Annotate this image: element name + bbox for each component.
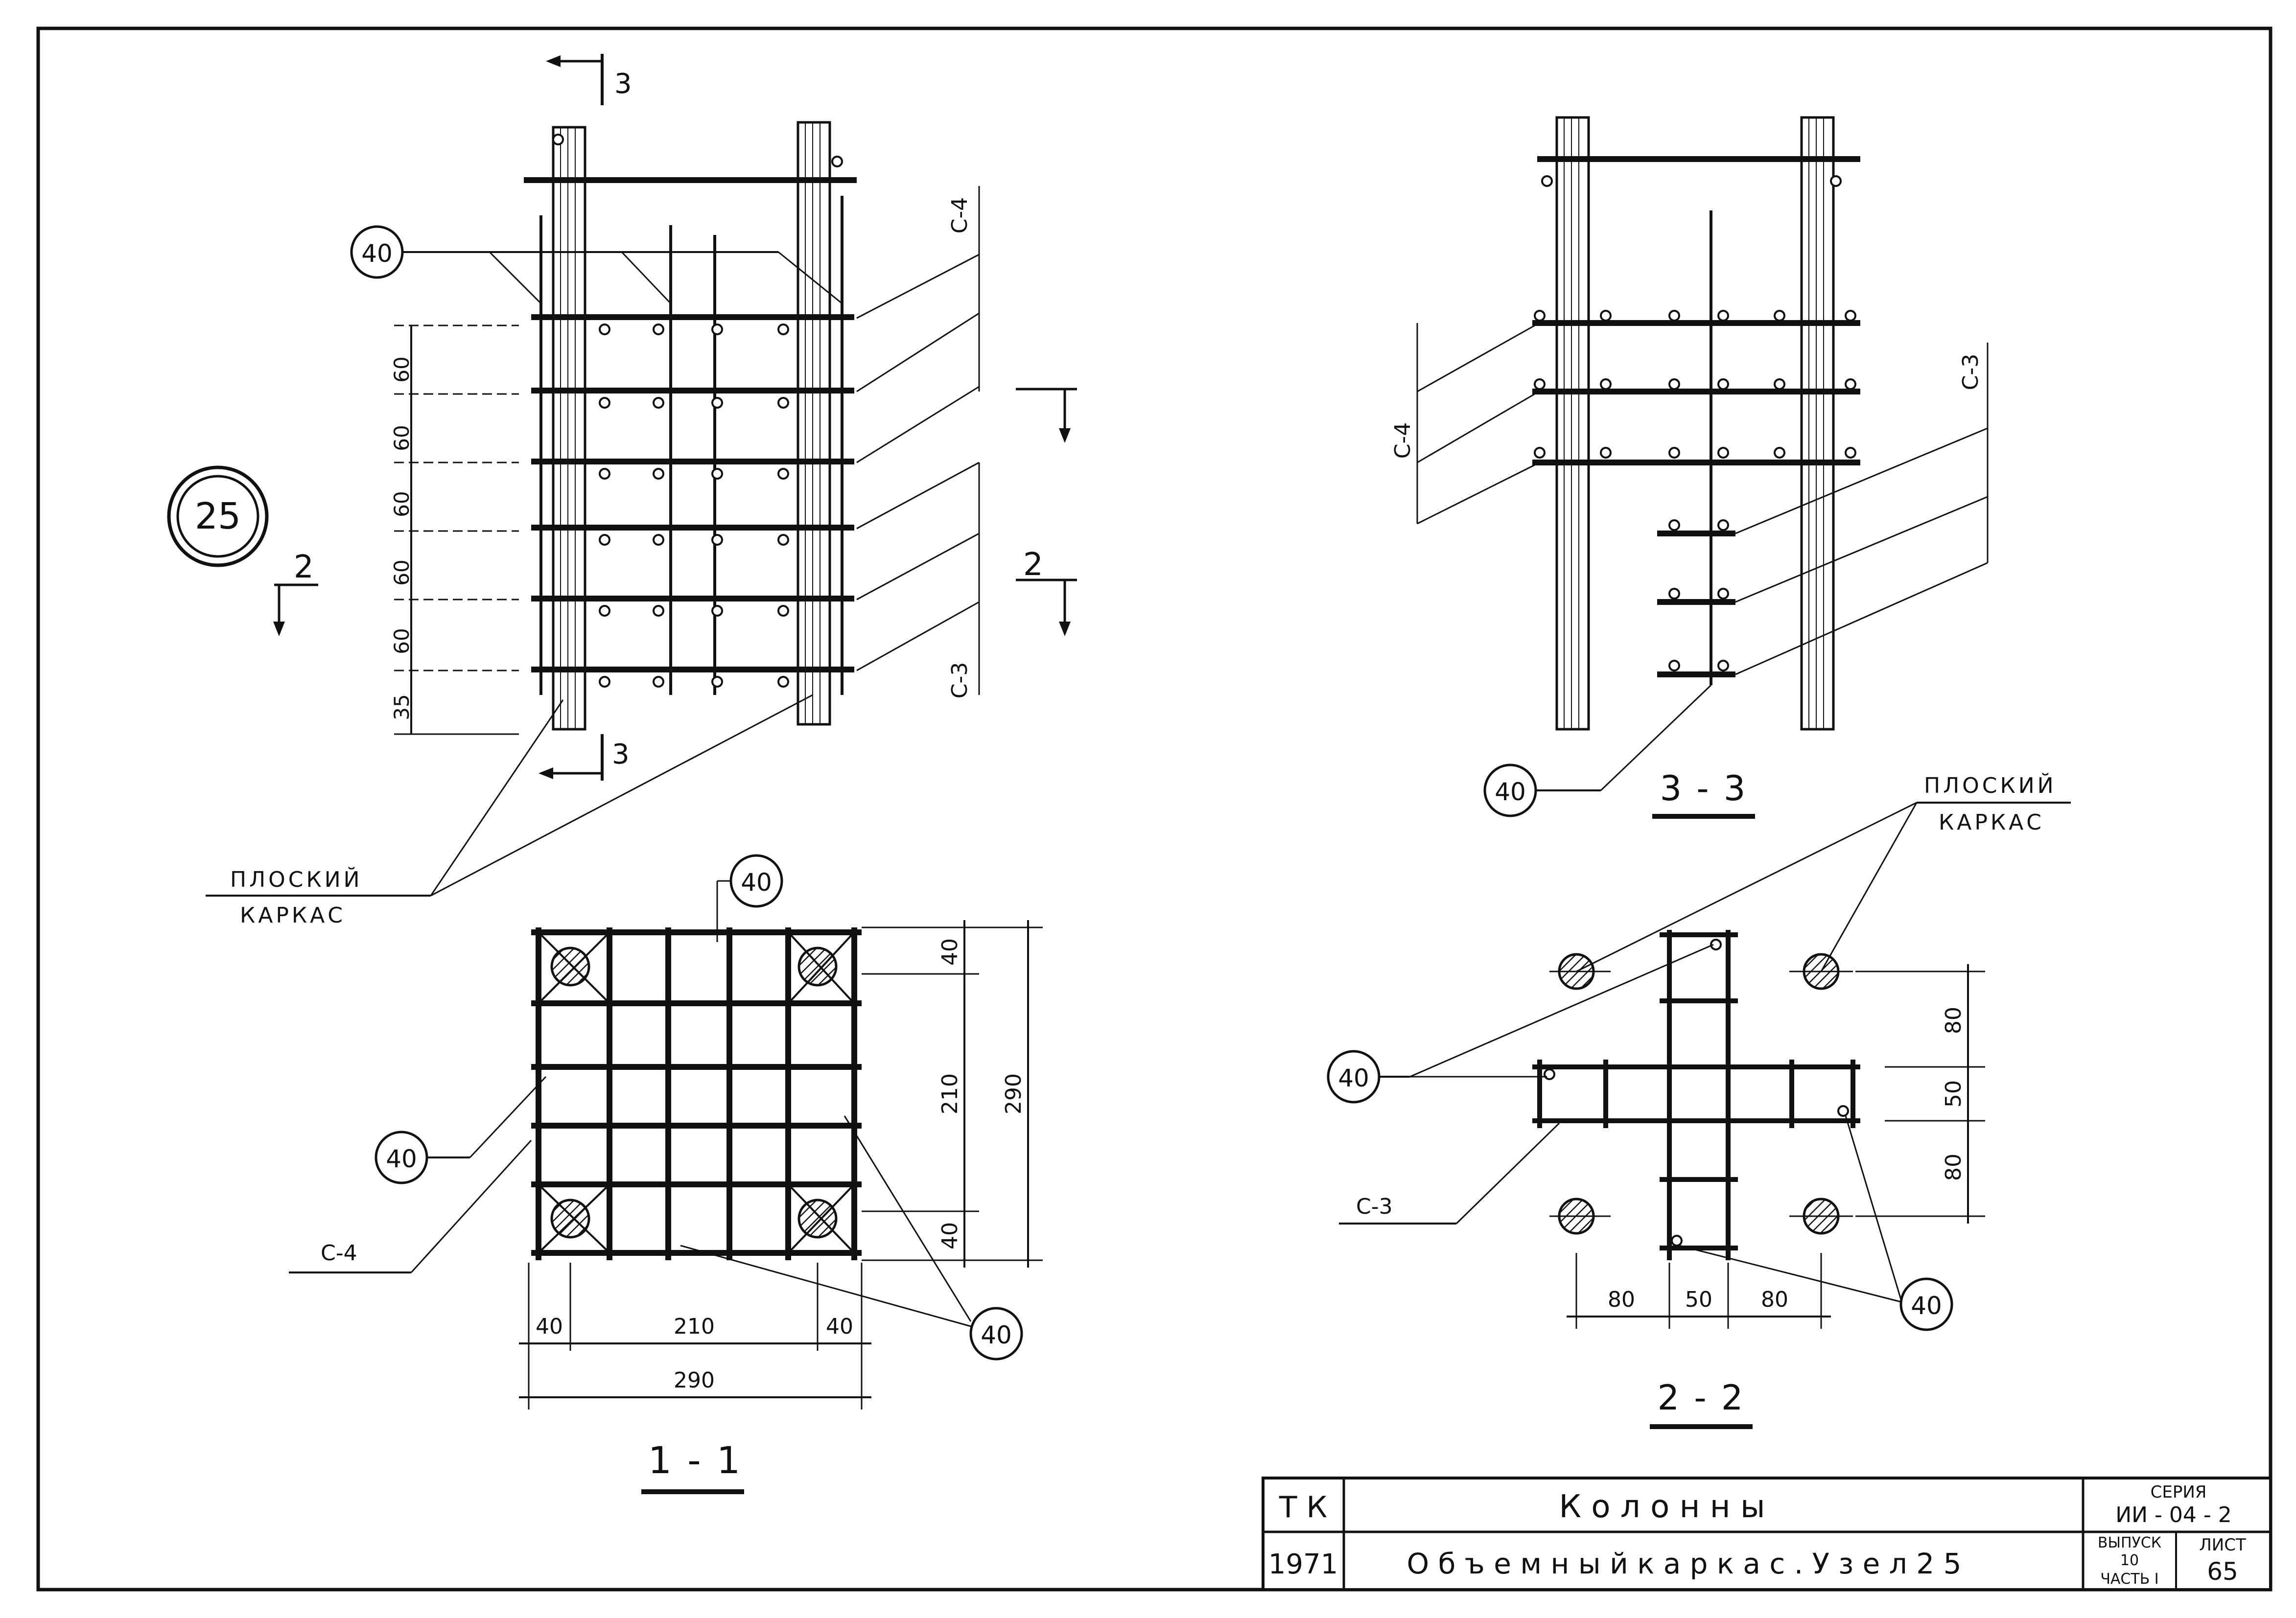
- flat-frame-label-22-2: КАРКАС: [1939, 810, 2044, 835]
- cross-bars-22: [1544, 939, 1849, 1247]
- dim-bottom-210: 210: [674, 1314, 715, 1339]
- section-mark-2-left: 2: [294, 549, 314, 585]
- callout-40-33: 40: [1495, 778, 1526, 806]
- section-22-dims-bottom: 80 50 80: [1567, 1253, 1831, 1329]
- flat-frame-label-1: ПЛОСКИЙ: [230, 866, 363, 892]
- callout-40-22-right: 40: [1911, 1292, 1942, 1320]
- callout-40-top: 40: [741, 868, 772, 897]
- cross-bars: [552, 134, 843, 688]
- section-2-2-view: 80 50 80 80 50 80 40 40: [1327, 772, 2071, 1429]
- sheet-border: [36, 26, 2273, 1592]
- grid-horizontal: [531, 929, 862, 1256]
- dim-right-40-bottom: 40: [937, 1222, 962, 1249]
- node-number: 25: [195, 495, 241, 537]
- section-11-callouts: 40 40 40: [375, 854, 1023, 1361]
- dim-right-290: 290: [1001, 1073, 1026, 1114]
- stirrups-33: [1532, 320, 1860, 677]
- dim-60-1: 60: [390, 356, 414, 382]
- title-block-subtitle: О б ъ е м н ы й к а р к а с . У з е л 2 …: [1406, 1547, 1961, 1580]
- section-1-1-view: 40 210 40 290 40 210 40 290 40 40: [289, 854, 1043, 1494]
- callout-40-right: 40: [981, 1321, 1012, 1349]
- section-22-title: 2 - 2: [1658, 1378, 1745, 1418]
- dim-right-40-top: 40: [937, 938, 962, 966]
- dim22-right-50: 50: [1941, 1080, 1966, 1108]
- column-bar-right: [797, 121, 831, 726]
- sheet-label: ЛИСТ: [2199, 1535, 2246, 1555]
- dim-35: 35: [390, 694, 414, 720]
- sheet-value: 65: [2207, 1557, 2238, 1586]
- series-value: ИИ - 04 - 2: [2115, 1502, 2232, 1527]
- dim22-bottom-80-right: 80: [1761, 1287, 1788, 1312]
- section-22-callouts: 40 40: [1327, 944, 1953, 1331]
- elevation-callout-40: 40: [350, 225, 843, 304]
- dim-right-210: 210: [937, 1073, 962, 1114]
- dim-bottom-290: 290: [674, 1368, 715, 1393]
- flat-frame-label-2: КАРКАС: [240, 903, 346, 928]
- callout-40-22-left: 40: [1338, 1064, 1369, 1092]
- dim22-bottom-50: 50: [1685, 1287, 1712, 1312]
- section-mark-2-right: 2: [1023, 547, 1043, 583]
- column-bar-left: [552, 126, 586, 731]
- frame-label-c4-33: С-4: [1390, 422, 1415, 459]
- section-11-title: 1 - 1: [648, 1438, 742, 1482]
- node-marker: 25: [167, 465, 269, 567]
- grid-vertical: [536, 927, 857, 1260]
- elevation-frame-leaders: С-4 С-3: [856, 186, 980, 699]
- cross-frame: [1532, 930, 1860, 1260]
- main-bars-section-22: [1549, 953, 1853, 1235]
- section-33-title: 3 - 3: [1660, 768, 1748, 809]
- section-11-c4-leader: С-4: [289, 1139, 532, 1273]
- section-33-callout-40: 40: [1483, 684, 1712, 817]
- main-bars-section-11: [540, 934, 853, 1251]
- frame-label-c3-22: С-3: [1356, 1194, 1393, 1219]
- elevation-view: 60 60 60 60 60 35 3 3 2: [206, 54, 1077, 928]
- issue-value: 10: [2120, 1552, 2139, 1569]
- dim22-right-80-top: 80: [1941, 1007, 1966, 1034]
- section-mark-3-top: 3: [614, 68, 632, 100]
- frame-label-c3-33: С-3: [1958, 354, 1983, 391]
- frame-label-c4-11: С-4: [321, 1241, 357, 1266]
- flat-frame-label-22-1: ПЛОСКИЙ: [1924, 772, 2057, 798]
- section-11-dims-right: 40 210 40 290: [862, 920, 1043, 1268]
- dim-bottom-40-left: 40: [536, 1314, 563, 1339]
- section-marks: 3 3 2 2: [273, 54, 1077, 781]
- section-33-c4-leader: С-4: [1390, 323, 1535, 525]
- column-bar-right-33: [1800, 116, 1835, 731]
- dim-60-4: 60: [390, 559, 414, 585]
- dim-bottom-40-right: 40: [826, 1314, 853, 1339]
- section-11-dims-bottom: 40 210 40 290: [519, 1263, 871, 1410]
- title-block-title: К о л о н н ы: [1559, 1489, 1765, 1525]
- title-block: Т К 1971 К о л о н н ы О б ъ е м н ы й к…: [1262, 1477, 2272, 1591]
- section-22-c3-leader: С-3: [1339, 1122, 1560, 1225]
- title-block-year: 1971: [1268, 1549, 1338, 1580]
- dim-60-5: 60: [390, 628, 414, 654]
- elevation-dimension-chain: 60 60 60 60 60 35: [390, 324, 519, 735]
- stirrups: [531, 314, 854, 672]
- section-33-c3-leader: С-3: [1735, 343, 1989, 675]
- dim-60-2: 60: [390, 425, 414, 451]
- column-bar-left-33: [1555, 116, 1590, 731]
- frame-label-c4: С-4: [947, 197, 972, 234]
- dim22-right-80-bottom: 80: [1941, 1154, 1966, 1181]
- section-22-flat-frame-leader: ПЛОСКИЙ КАРКАС: [1576, 772, 2071, 972]
- frame-label-c3: С-3: [947, 662, 972, 699]
- section-3-3-view: С-4 С-3 40 3 - 3: [1390, 116, 1989, 819]
- section-22-dims-right: 80 50 80: [1855, 964, 1985, 1224]
- part-label: ЧАСТЬ I: [2100, 1571, 2158, 1588]
- issue-label: ВЫПУСК: [2098, 1534, 2161, 1551]
- dim-60-3: 60: [390, 491, 414, 517]
- title-block-tk: Т К: [1279, 1490, 1327, 1525]
- dim22-bottom-80-left: 80: [1608, 1287, 1635, 1312]
- series-label: СЕРИЯ: [2151, 1482, 2207, 1502]
- section-mark-3-bottom: 3: [612, 739, 630, 770]
- cross-bars-33: [1534, 175, 1856, 671]
- callout-40-left: 40: [386, 1145, 417, 1173]
- callout-40: 40: [361, 239, 393, 268]
- elevation-flat-frame-leader: ПЛОСКИЙ КАРКАС: [206, 694, 813, 928]
